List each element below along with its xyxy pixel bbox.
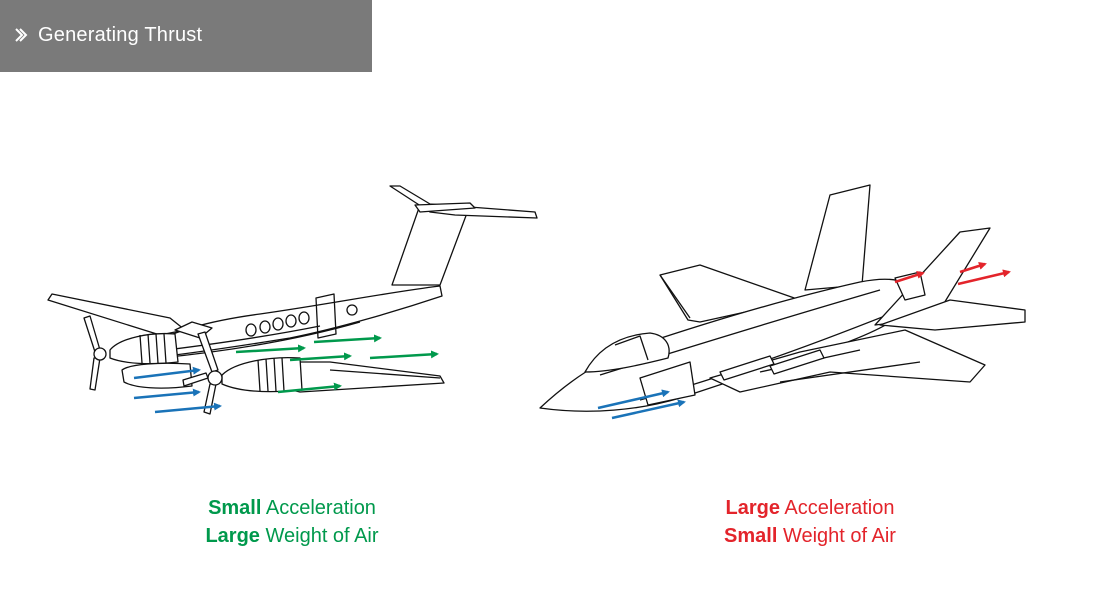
outflow-arrow	[277, 382, 342, 394]
inflow-arrow	[154, 402, 222, 414]
caption-emphasis: Small	[724, 525, 778, 547]
jet-caption: Large Acceleration Small Weight of Air	[660, 494, 960, 550]
jet-fighter-aircraft	[539, 184, 1026, 412]
caption-emphasis: Large	[205, 525, 260, 547]
caption-text: Weight of Air	[777, 525, 896, 547]
jet-inflow-arrows	[597, 389, 686, 420]
outflow-arrow	[235, 344, 306, 354]
caption-text: Weight of Air	[259, 525, 379, 547]
turboprop-aircraft	[47, 185, 538, 415]
caption-line-acceleration: Small Acceleration	[142, 494, 442, 522]
double-chevron-right-icon	[15, 28, 28, 42]
caption-line-acceleration: Large Acceleration	[660, 494, 960, 522]
inflow-arrow	[597, 389, 670, 410]
section-header: Generating Thrust	[0, 0, 372, 72]
caption-line-weight: Small Weight of Air	[660, 522, 960, 550]
outflow-arrow	[959, 262, 987, 274]
caption-line-weight: Large Weight of Air	[142, 522, 442, 550]
outflow-arrow	[289, 352, 352, 362]
outflow-arrow	[369, 350, 439, 360]
turboprop-inflow-arrows	[133, 366, 222, 414]
turboprop-outflow-arrows	[235, 334, 439, 394]
outflow-arrow	[313, 334, 382, 344]
outflow-arrow	[894, 271, 925, 284]
inflow-arrow	[611, 399, 686, 420]
outflow-arrow	[957, 269, 1011, 286]
caption-emphasis: Small	[208, 497, 262, 519]
inflow-arrow	[133, 366, 201, 380]
caption-emphasis: Large	[725, 497, 780, 519]
turboprop-caption: Small Acceleration Large Weight of Air	[142, 494, 442, 550]
jet-outflow-arrows	[894, 262, 1011, 286]
inflow-arrow	[133, 388, 201, 400]
caption-text: Acceleration	[779, 497, 895, 519]
page-title: Generating Thrust	[38, 24, 203, 46]
caption-text: Acceleration	[261, 497, 376, 519]
